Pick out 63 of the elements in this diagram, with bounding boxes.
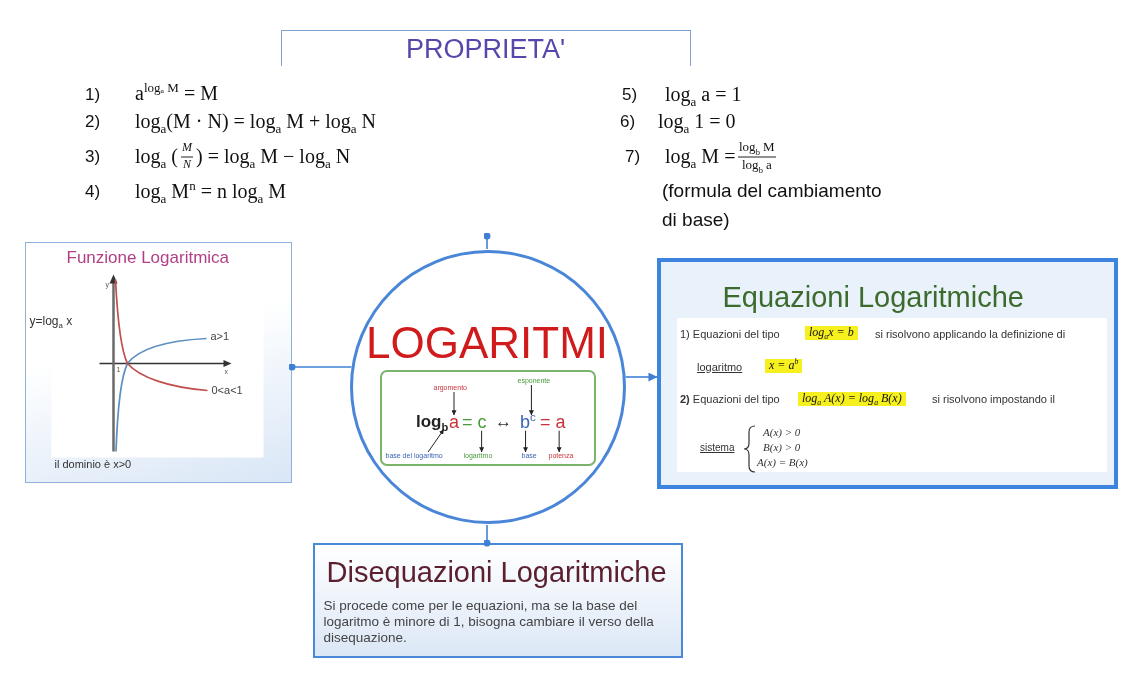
formula-term: = c bbox=[462, 412, 487, 433]
formula-term: b$^{c}$ bbox=[520, 412, 536, 433]
equation-text: A(x) = B(x) bbox=[757, 456, 808, 469]
card-heading: Disequazioni Logaritmiche bbox=[326, 555, 667, 589]
formula: log$_{a}$ M$^{n}$ = n log$_{a}$ M bbox=[135, 180, 287, 203]
body-text: si risolvono applicando la definizione di bbox=[875, 328, 1066, 341]
formula-term: a bbox=[449, 412, 459, 433]
leader-arrow bbox=[528, 384, 534, 416]
info-card bbox=[657, 258, 1118, 489]
item-number: 2) bbox=[85, 112, 101, 132]
card-text: Si procede come per le equazioni, ma se la base del logaritmo è minore di 1, bisogna cambiare il verso della disequazione. bbox=[323, 597, 655, 647]
item-number: 6) bbox=[620, 112, 636, 132]
fraction-denominator: log$_{b}$ a bbox=[742, 158, 772, 173]
definition-panel bbox=[380, 370, 596, 466]
topic-title: LOGARITMI bbox=[366, 318, 609, 369]
fraction-numerator: log$_{b}$ M bbox=[739, 140, 775, 155]
item-number: 1) bbox=[85, 85, 101, 105]
leader-arrow bbox=[427, 429, 445, 453]
highlighted-formula: x = a$^{b}$ bbox=[765, 359, 803, 373]
connector-line bbox=[288, 363, 353, 371]
curve-label: 0<a<1 bbox=[211, 383, 243, 397]
item-number: 3) bbox=[85, 147, 101, 167]
header-frame bbox=[281, 30, 691, 66]
fraction-numerator: M bbox=[182, 141, 192, 155]
underlined-word: sistema bbox=[700, 442, 735, 454]
equation-text: B(x) > 0 bbox=[763, 441, 801, 454]
item-number: 5) bbox=[622, 85, 638, 105]
function-label: y=log$_{a}$ x bbox=[29, 314, 73, 329]
body-text: si risolvono impostando il bbox=[932, 393, 1055, 406]
highlighted-formula: log$_{a}$x = b bbox=[805, 326, 858, 340]
body-text: 1) Equazioni del tipo bbox=[680, 328, 780, 341]
curve-label: a>1 bbox=[210, 329, 230, 343]
leader-arrow bbox=[479, 430, 485, 453]
caption-text: il dominio è x>0 bbox=[54, 457, 132, 471]
leader-arrow bbox=[523, 430, 529, 453]
formula: a$^{logₐ M}$ = M bbox=[135, 82, 218, 105]
formula: log$_{a}$ M = bbox=[665, 145, 736, 168]
item-number: 7) bbox=[625, 147, 641, 167]
info-card bbox=[25, 242, 292, 483]
formula: log$_{a}$(M · N) = log$_{a}$ M + log$_{a}$ N bbox=[135, 110, 377, 133]
body-text: 2) Equazioni del tipo bbox=[680, 393, 780, 406]
formula-term: log$_{b}$ bbox=[416, 412, 449, 432]
formula-term: = a bbox=[540, 412, 566, 433]
formula: log$_{a}$ ( bbox=[135, 145, 178, 168]
formula: ) = log$_{a}$ M − log$_{a}$ N bbox=[196, 145, 351, 168]
formula: log$_{a}$ 1 = 0 bbox=[658, 110, 736, 133]
item-number: 4) bbox=[85, 182, 101, 202]
formula: log$_{a}$ a = 1 bbox=[665, 83, 742, 106]
fraction-denominator: N bbox=[183, 158, 191, 172]
card-heading: Equazioni Logaritmiche bbox=[722, 281, 1024, 315]
section-heading: PROPRIETA' bbox=[406, 33, 566, 65]
leader-arrow bbox=[556, 430, 562, 453]
formula-term: ↔ bbox=[495, 412, 512, 432]
arrow bbox=[624, 372, 658, 382]
underlined-word: logaritmo bbox=[697, 361, 743, 374]
card-heading: Funzione Logaritmica bbox=[66, 247, 230, 268]
connector-line bbox=[483, 232, 491, 250]
highlighted-formula: log$_{a}$ A(x) = log$_{a}$ B(x) bbox=[798, 392, 906, 406]
connector-line bbox=[483, 524, 491, 547]
note-text: (formula del cambiamento di base) bbox=[662, 179, 883, 233]
leader-arrow bbox=[451, 391, 457, 416]
equation-text: A(x) > 0 bbox=[763, 426, 801, 439]
info-card bbox=[313, 543, 683, 658]
